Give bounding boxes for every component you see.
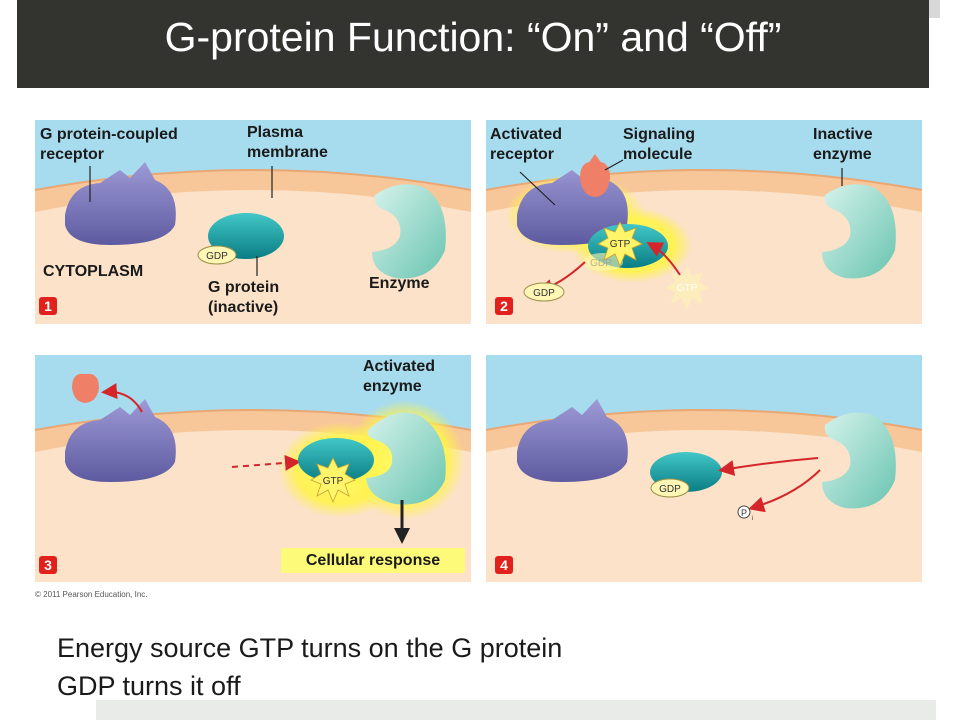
bottom-strip bbox=[96, 700, 936, 720]
g-protein-label: G protein (inactive) bbox=[208, 279, 280, 316]
gtp-label-2: GTP bbox=[610, 239, 631, 250]
step-number-2: 2 bbox=[495, 297, 513, 315]
receptor-shape bbox=[65, 162, 176, 245]
membrane-label: Plasma membrane bbox=[247, 124, 328, 161]
receptor-label-1: G protein-coupled receptor bbox=[40, 126, 178, 163]
signaling-molecule-label: Signaling molecule bbox=[623, 126, 695, 163]
enzyme-shape bbox=[372, 184, 446, 279]
gtp-label-3: GTP bbox=[323, 476, 344, 487]
inactive-enzyme-label: Inactive enzyme bbox=[813, 126, 873, 163]
step-number-1: 1 bbox=[39, 297, 57, 315]
signaling-molecule bbox=[580, 161, 610, 197]
caption-line-2: GDP turns it off bbox=[57, 671, 241, 701]
title-bar: G-protein Function: “On” and “Off” bbox=[17, 0, 929, 88]
enzyme-label-1: Enzyme bbox=[369, 275, 430, 292]
svg-text:i: i bbox=[752, 516, 753, 522]
gdp-label-2: GDP bbox=[533, 288, 555, 299]
gdp-label-1: GDP bbox=[206, 251, 228, 262]
gdp-label-4: GDP bbox=[659, 484, 681, 495]
panel-3: GTP bbox=[34, 355, 472, 582]
gtp-faded-label-2: GTP bbox=[677, 283, 698, 294]
cytoplasm-label: CYTOPLASM bbox=[43, 263, 144, 280]
gdp-faded-label-2: GDP bbox=[590, 258, 612, 269]
panel-4: GDP P i bbox=[485, 355, 923, 582]
cellular-response-badge: Cellular response bbox=[281, 548, 465, 573]
copyright: © 2011 Pearson Education, Inc. bbox=[35, 590, 148, 599]
activated-receptor-label: Activated receptor bbox=[490, 126, 563, 163]
pi-label: P bbox=[741, 508, 747, 518]
slide-title: G-protein Function: “On” and “Off” bbox=[164, 14, 782, 60]
panel-2: GTP GDP GDP GTP bbox=[485, 120, 923, 324]
step-number-4: 4 bbox=[495, 556, 513, 574]
activated-enzyme-label: Activated enzyme bbox=[363, 358, 436, 395]
caption-line-1: Energy source GTP turns on the G protein bbox=[57, 633, 563, 663]
corner-strip bbox=[929, 0, 940, 18]
step-number-3: 3 bbox=[39, 556, 57, 574]
panel-1: GDP bbox=[34, 120, 472, 324]
